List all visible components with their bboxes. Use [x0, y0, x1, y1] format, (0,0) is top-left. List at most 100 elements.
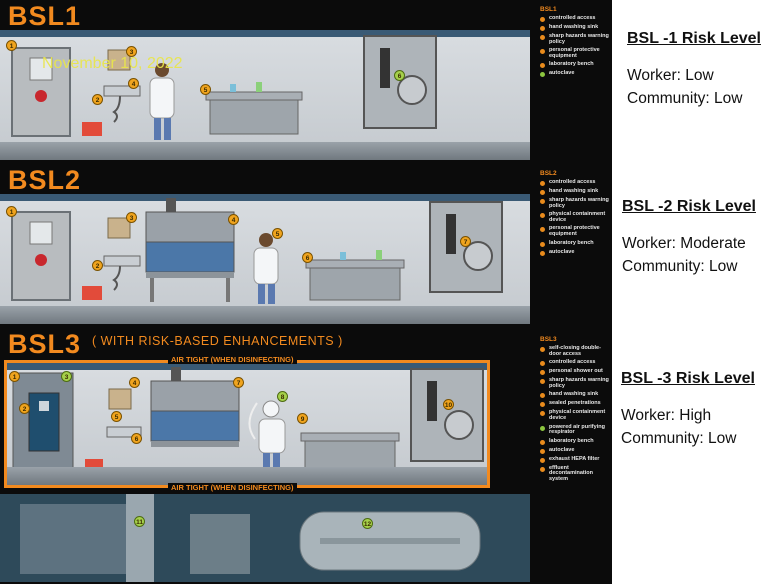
legend-label: autoclave — [549, 446, 575, 453]
biohazard-icon — [35, 90, 47, 102]
legend-bullet-icon — [540, 35, 545, 40]
bsl3-title: BSL3 — [8, 329, 82, 359]
legend-label: sealed penetrations — [549, 400, 601, 407]
legend-bullet-icon — [540, 49, 545, 55]
legend-bullet-icon — [540, 370, 545, 376]
legend-bullet-icon — [540, 250, 545, 256]
risk-community: Community: Low — [627, 90, 743, 107]
worker-head-icon — [155, 63, 169, 77]
legend-item: self-closing double-door access — [540, 345, 612, 357]
biosafety-cabinet-window-icon — [145, 241, 235, 273]
airtight-label-top: AIR TIGHT (WHEN DISINFECTING) — [168, 355, 297, 364]
bsl2-title: BSL2 — [8, 165, 82, 195]
legend-item: controlled access — [540, 179, 612, 186]
worker-leg-icon — [164, 118, 171, 140]
legend-bullet-icon — [540, 457, 545, 463]
lab-bench-icon — [305, 259, 405, 269]
legend-label: controlled access — [549, 179, 596, 185]
legend-bullet-icon — [540, 439, 545, 445]
badge: 3 — [126, 212, 137, 223]
double-door-icon — [28, 392, 60, 452]
bsl1-risk-block: BSL -1 Risk Level Worker: Low Community:… — [627, 30, 761, 110]
legend-label: laboratory bench — [549, 437, 594, 444]
wall-stripe — [7, 363, 487, 370]
warning-sign-icon — [108, 388, 132, 410]
legend-item: autoclave — [540, 71, 612, 78]
exhaust-duct-icon — [171, 367, 181, 381]
flask-icon — [376, 250, 382, 260]
legend-bullet-icon — [540, 466, 545, 472]
cabinet-leg-icon — [150, 278, 154, 302]
legend-bullet-icon — [540, 17, 545, 22]
badge: 4 — [228, 214, 239, 225]
lab-bench-icon — [205, 91, 303, 101]
legend-bullet-icon — [540, 425, 545, 431]
legend-heading: BSL2 — [540, 170, 557, 177]
lab-bench-icon — [300, 432, 400, 442]
legend-bullet-icon — [540, 72, 545, 78]
legend-label: physical containment device — [549, 211, 606, 223]
bsl2-lab-drawing — [11, 198, 503, 304]
legend-item: personal protective equipment — [540, 226, 612, 237]
legend-item: effluent decontamination system — [540, 465, 612, 483]
bsl2-risk-block: BSL -2 Risk Level Worker: Moderate Commu… — [622, 198, 756, 278]
badge: 6 — [131, 433, 142, 444]
badge: 4 — [129, 377, 140, 388]
legend-label: laboratory bench — [549, 61, 594, 68]
legend-item: controlled access — [540, 15, 612, 22]
autoclave-icon — [410, 368, 484, 462]
legend-item: personal protective equipment — [540, 47, 612, 59]
risk-heading: BSL -1 Risk Level — [627, 30, 761, 47]
bsl2-panel: BSL2 — [0, 164, 612, 328]
tank-band-icon — [320, 538, 460, 544]
badge: 1 — [9, 371, 20, 382]
legend-label: exhaust HEPA filter — [549, 455, 600, 462]
legend-item: powered air purifying respirator — [540, 423, 612, 436]
badge: 6 — [394, 70, 405, 81]
legend-bullet-icon — [540, 63, 545, 69]
wall-stripe — [0, 30, 530, 37]
badge: 11 — [134, 516, 145, 527]
badge: 5 — [200, 84, 211, 95]
badge: 2 — [92, 94, 103, 105]
bsl3-panel: BSL3 ( WITH RISK-BASED ENHANCEMENTS ) — [0, 328, 612, 584]
worker-leg-icon — [263, 453, 270, 473]
autoclave-panel-icon — [446, 214, 456, 254]
legend-bullet-icon — [540, 393, 545, 399]
door-window-icon — [39, 401, 49, 411]
legend-label: personal protective equipment — [549, 47, 600, 59]
ductwork-icon — [20, 504, 140, 574]
lab-coat-icon — [253, 247, 279, 285]
legend-item: laboratory bench — [540, 437, 612, 445]
legend-label: personal shower out — [549, 368, 603, 375]
sharps-container-icon — [82, 122, 102, 136]
legend-bullet-icon — [540, 411, 545, 417]
biosafety-cabinet-icon — [145, 211, 235, 243]
legend-bullet-icon — [540, 402, 545, 408]
risk-heading: BSL -2 Risk Level — [622, 198, 756, 215]
risk-community: Community: Low — [621, 430, 737, 447]
lab-floor — [0, 306, 530, 324]
legend-bullet-icon — [540, 199, 545, 204]
badge: 5 — [111, 411, 122, 422]
airtight-label-bottom: AIR TIGHT (WHEN DISINFECTING) — [168, 483, 297, 492]
legend-item: sharp hazards warning policy — [540, 33, 612, 45]
legend-label: sharp hazards warning policy — [549, 197, 609, 209]
badge: 5 — [272, 228, 283, 239]
sink-icon — [106, 426, 142, 438]
legend-bullet-icon — [540, 448, 545, 454]
badge: 1 — [6, 40, 17, 51]
bsl3-risk-block: BSL -3 Risk Level Worker: High Community… — [621, 370, 755, 450]
worker-leg-icon — [268, 284, 275, 304]
legend-label: laboratory bench — [549, 239, 594, 246]
badge: 2 — [92, 260, 103, 271]
worker-leg-icon — [258, 284, 265, 304]
bsl3-lab-illustration: 1 2 3 4 5 6 7 8 9 10 — [4, 360, 490, 488]
legend-label: powered air purifying respirator — [549, 423, 605, 436]
legend-item: physical containment device — [540, 211, 612, 223]
bsl3-mechanical-room — [0, 494, 530, 582]
risk-worker: Worker: Low — [627, 67, 714, 84]
